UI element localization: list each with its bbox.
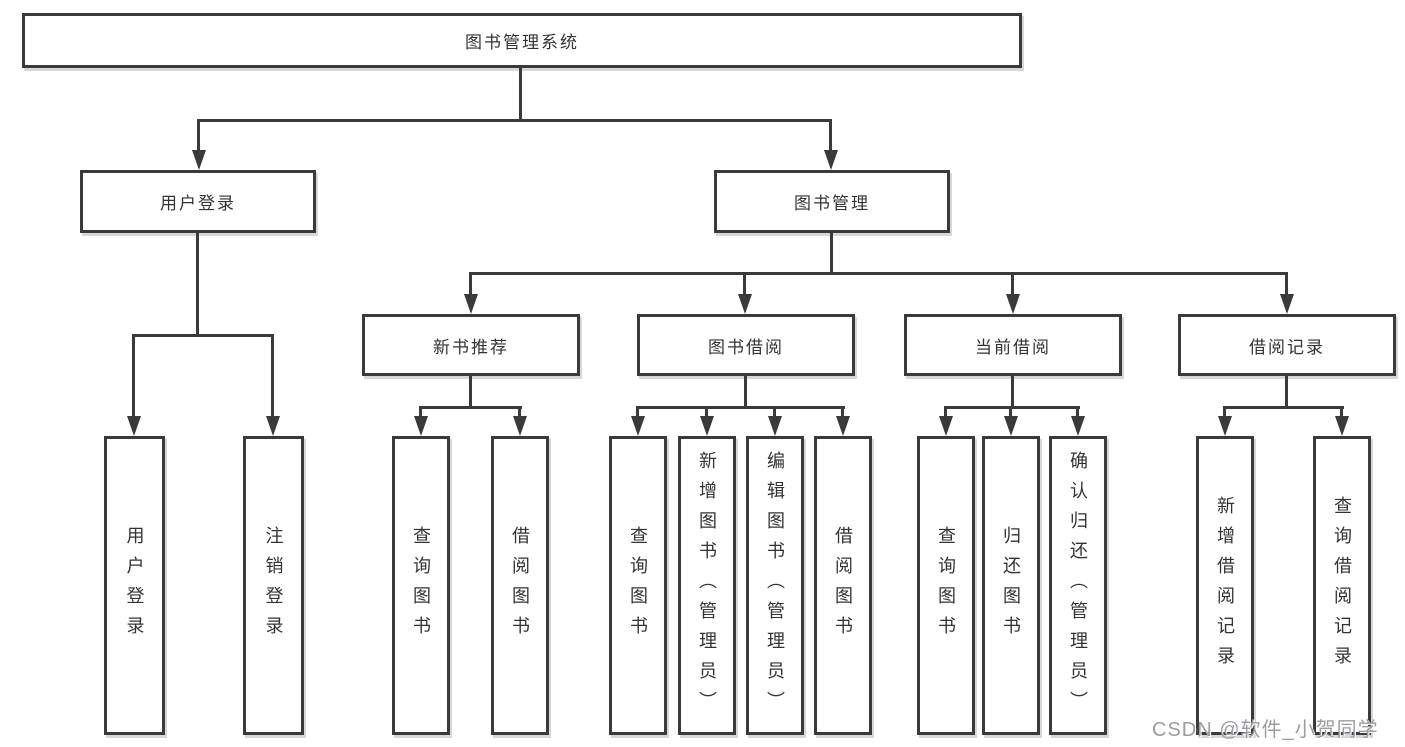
connector-stem: [841, 406, 844, 420]
connector-level3-hline: [471, 272, 1288, 275]
connector-stem-new-books: [469, 272, 472, 296]
leaf-newbooks-query-label: 查询图书: [411, 525, 431, 646]
leaf-borrow-edit-admin-label: 编辑图书（管理员）: [765, 450, 785, 721]
connector-stem: [1223, 406, 1226, 420]
connector-stem: [518, 406, 521, 420]
arrow-down-icon: [836, 416, 850, 436]
arrow-down-icon: [631, 416, 645, 436]
node-borrow-records-label: 借阅记录: [1249, 337, 1325, 357]
arrow-down-icon: [1004, 416, 1018, 436]
connector-user-login-hline: [133, 334, 274, 337]
connector-borrow-records-stub: [1285, 376, 1288, 408]
node-book-borrow-label: 图书借阅: [708, 337, 784, 357]
connector-borrow-records-hline: [1224, 406, 1344, 409]
connector-level2-hline: [198, 119, 832, 122]
leaf-borrow-query-label: 查询图书: [628, 525, 648, 646]
leaf-newbooks-borrow: 借阅图书: [491, 436, 549, 735]
node-book-mgmt: 图书管理: [714, 170, 950, 233]
connector-stem: [944, 406, 947, 420]
leaf-current-return: 归还图书: [982, 436, 1040, 735]
leaf-logout: 注销登录: [243, 436, 304, 735]
leaf-borrow-borrow: 借阅图书: [814, 436, 872, 735]
leaf-logout-label: 注销登录: [263, 525, 284, 646]
leaf-records-query: 查询借阅记录: [1313, 436, 1371, 735]
arrow-down-icon: [738, 294, 752, 314]
connector-user-login-stub: [196, 233, 199, 336]
leaf-borrow-edit-admin: 编辑图书（管理员）: [746, 436, 804, 735]
arrow-down-icon: [939, 416, 953, 436]
connector-stem: [705, 406, 708, 420]
node-root: 图书管理系统: [22, 13, 1022, 68]
connector-new-books-hline: [420, 406, 522, 409]
leaf-current-return-label: 归还图书: [1001, 525, 1021, 646]
leaf-borrow-borrow-label: 借阅图书: [833, 525, 853, 646]
connector-stem-book-mgmt: [829, 119, 832, 152]
node-book-mgmt-label: 图书管理: [794, 194, 870, 213]
csdn-watermark: CSDN @软件_小贺同学: [1152, 719, 1379, 741]
arrow-down-icon: [127, 416, 141, 436]
connector-stem-current-borrow: [1011, 272, 1014, 296]
connector-book-borrow-hline: [637, 406, 845, 409]
leaf-user-login: 用户登录: [104, 436, 165, 735]
connector-root-stub: [519, 68, 522, 120]
connector-book-borrow-stub: [744, 376, 747, 408]
connector-stem-book-borrow: [743, 272, 746, 296]
node-new-books: 新书推荐: [362, 314, 580, 376]
leaf-current-confirm-admin: 确认归还（管理员）: [1049, 436, 1107, 735]
connector-stem: [1340, 406, 1343, 420]
leaf-newbooks-query: 查询图书: [392, 436, 450, 735]
arrow-down-icon: [1071, 416, 1085, 436]
connector-stem-leaf-user-login: [132, 334, 135, 418]
connector-stem: [636, 406, 639, 420]
connector-stem: [1076, 406, 1079, 420]
leaf-records-query-label: 查询借阅记录: [1332, 495, 1352, 676]
arrow-down-icon: [768, 416, 782, 436]
arrow-down-icon: [1280, 294, 1294, 314]
node-current-borrow-label: 当前借阅: [975, 337, 1051, 357]
arrow-down-icon: [1218, 416, 1232, 436]
connector-stem: [419, 406, 422, 420]
node-user-login: 用户登录: [80, 170, 316, 233]
connector-stem: [773, 406, 776, 420]
connector-book-mgmt-stub: [830, 233, 833, 274]
node-book-borrow: 图书借阅: [637, 314, 855, 376]
arrow-down-icon: [266, 416, 280, 436]
connector-stem-leaf-logout: [271, 334, 274, 418]
leaf-borrow-add-admin: 新增图书（管理员）: [678, 436, 736, 735]
leaf-current-confirm-admin-label: 确认归还（管理员）: [1068, 450, 1088, 721]
arrow-down-icon: [700, 416, 714, 436]
arrow-down-icon: [1335, 416, 1349, 436]
node-new-books-label: 新书推荐: [433, 337, 509, 357]
leaf-records-add-label: 新增借阅记录: [1215, 495, 1235, 676]
connector-current-borrow-hline: [945, 406, 1080, 409]
leaf-current-query: 查询图书: [917, 436, 975, 735]
arrow-down-icon: [824, 150, 838, 170]
node-borrow-records: 借阅记录: [1178, 314, 1396, 376]
leaf-newbooks-borrow-label: 借阅图书: [510, 525, 530, 646]
node-root-label: 图书管理系统: [465, 33, 579, 52]
leaf-borrow-add-admin-label: 新增图书（管理员）: [697, 450, 717, 721]
leaf-current-query-label: 查询图书: [936, 525, 956, 646]
node-user-login-label: 用户登录: [160, 194, 236, 213]
node-current-borrow: 当前借阅: [904, 314, 1122, 376]
connector-stem-borrow-records: [1285, 272, 1288, 296]
arrow-down-icon: [414, 416, 428, 436]
leaf-user-login-label: 用户登录: [124, 525, 145, 646]
leaf-borrow-query: 查询图书: [609, 436, 667, 735]
arrow-down-icon: [464, 294, 478, 314]
connector-stem-user-login: [197, 119, 200, 152]
arrow-down-icon: [513, 416, 527, 436]
connector-new-books-stub: [469, 376, 472, 408]
leaf-records-add: 新增借阅记录: [1196, 436, 1254, 735]
arrow-down-icon: [1006, 294, 1020, 314]
connector-current-borrow-stub: [1011, 376, 1014, 408]
connector-stem: [1009, 406, 1012, 420]
arrow-down-icon: [192, 150, 206, 170]
